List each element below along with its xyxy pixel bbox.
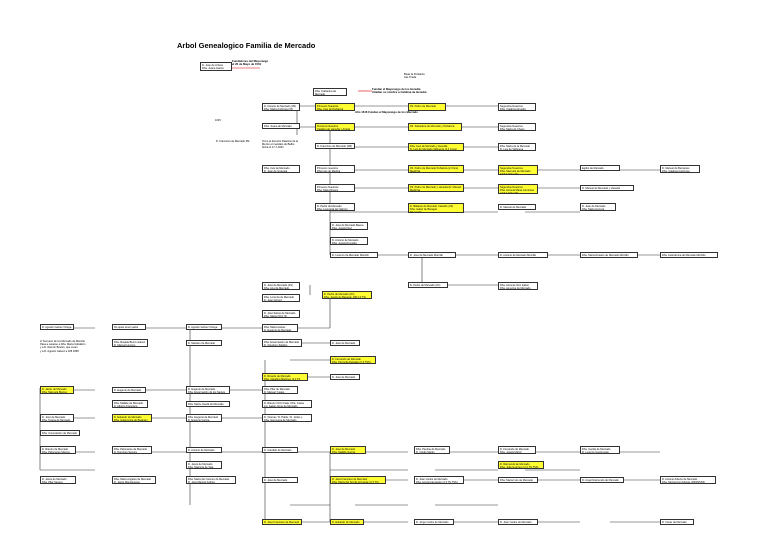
box-oscar: D. Oscar de Mercado [660,519,694,525]
box-mariano: D. Mariano de Mercado [186,340,222,346]
box-juana: Dña. Juana de Mercado [262,123,300,129]
box-palomares-segura: Dña. Palomares de Mercado D. Domingo Seg… [112,446,152,454]
box-francisco-3m: D. Francisco de Mercado (3M) [315,143,355,149]
box-jose-francisco-2: D. José Francisco de Mercado [262,519,302,525]
box-jesus-vela: D. Jesús de Mercado Dña. Mauricia de Vel… [186,461,222,469]
box-lorenza: Dña. Lorenza de Mercado D. Juan Gómez [262,294,300,302]
founders-note: Fundadores del Mayorazgo el 20 de Mayo d… [232,59,269,67]
page-title: Arbol Genealogico Familia de Mercado [177,41,316,50]
box-fernando-josefa: D. Fernando de Mercado Dña. Josefa Marti… [498,446,536,454]
box-juan-carlos-1: D. Juan Carlos de Mercado Dña. Ana Encar… [414,476,464,484]
mayorazgo-note: Año 1616 Fundan el Mayorazgo de los Merc… [355,110,418,114]
morcillo-note: Lf hermano de los Mercado de Morcillo Pa… [40,340,86,353]
box-ines-heredia: Dña. Ines de Mercado y Heredia D. Luis d… [408,143,464,151]
box-pilar-yustes: Dña. Pilar de Mercado D. Manuel Yustes [262,386,298,394]
box-cecilia: Dña. Cecilia de Mercado D. Lorenzo Garci… [580,446,620,454]
box-ramon-palomares: D. Ramón de Mercado Dña. Palomares Marco… [40,446,76,454]
box-jorge-carlos: D. Jorge Carlos de Mercado [414,519,454,525]
box-eduardo: D. Eduardo de Mercado Dña. Guillermina d… [112,414,152,422]
box-terceros: Terceros Nuestros Catalina de Heredia y … [315,123,355,131]
box-rosalia: Dña. Rosalia Bruno Galvez D. Manuel Herr… [112,339,148,347]
box-primeros-medina: Primeros nuestros Dña Inés de Medina [315,165,355,173]
box-pedro-baragan: D. Pedro de Mercado (2C) Dña. Josefa de … [322,291,372,299]
box-ricardo: D. Ricardo de Mercado Dña. Claudina Mart… [262,373,308,381]
box-jose-2s: D. José de Mercado (2S) Dña. Ana de Merc… [262,282,300,290]
box-encarnacion: Dña. Encarnación de Mercado D. Cleodoro … [262,339,302,347]
box-founders: D. Juan de Arrieta Dña. Juana Garcia [200,62,232,71]
palacios-note: Tomó el derecho Palacios de la Mezón el … [262,140,299,150]
box-manuel-heredia: D. Manuel de Mercado y Heredia [580,185,634,191]
box-lorenzo-morcillo: D. Lorenzo de Mercado Morcillo [330,252,378,258]
box-primeros-1: Primeros Nuestros Dña. Inés de Peñaloza [315,103,355,111]
francisco-note: D. Francisco de Mercado 3M [216,140,250,143]
heredia-note: Fundan el Mayorazgo de los Heredia Añada… [372,87,427,95]
box-pedro-heredia: 3S. Pedro de Mercado y Heredia (D. Manue… [408,184,464,192]
box-egidio: Egidio de Mercado [580,165,620,171]
box-ines-guevara: Dña. Inés de Mercado D. Juan de Guevara [262,165,300,173]
box-maria-angeles: Dña. Maria Angeles de Mercado D. Jesús M… [112,476,156,484]
box-segundos-antonia: Segundos Nuestros Dña. Antonia Maria Car… [498,184,538,194]
box-matilde: Dña. Matilde de Mercado D. Alberto Franc… [112,400,148,408]
box-fernando: D. Fernando de Mercado Dña. Petronila De… [330,356,376,364]
box-jose-matilde: D. José de Mercado Dña. Matilde García [330,446,366,454]
box-maria-josefa: Dña. María Josefa de Mercado [186,401,230,407]
box-segundos-1: Segundos Nuestros Dña. Catalina Almeida [498,103,536,111]
box-jose-sebas: D. José Sebas de Mercado Dña. María Orti… [262,310,300,318]
box-antonio-mercado: D. Antonio de Mercado [186,447,222,453]
box-maria-ines: Dña. María Inés de Mercado [498,477,538,483]
box-javier: D. Javier de Mercado Dña. Manuela Bustos [40,386,74,394]
box-candido: D. Candido de Mercado [262,447,298,453]
box-segundos-2: Segundos Nuestros Dña. Maria de Chaco [498,123,536,131]
box-jose-morcillo: D. José de Mercado Morcillo [408,252,456,258]
box-asterdonna-morcillo: Dña. Asterdonna de Mercado Morcillo [660,252,718,258]
box-maria-carmen: Dña. Maria del Carmen de Mercado D. José… [186,476,236,484]
box-paulina: Dña. Paulina de Mercado D. Ovidio Martin [414,446,450,454]
box-jose-mercado-3: D. José de Mercado [262,477,298,483]
box-consolacion: Dña. Consolación de Mercado [40,430,80,436]
box-manuel-berrantes: D. Manuel de Berrantes Dña. Catalina Car… [660,165,700,173]
box-jose-mercado-1: D. José de Mercado [330,340,360,346]
box-antonio-rovielda: D. Antonio de Mercado Dña. Josefa Roviel… [330,237,368,245]
box-catharina: Dña. Catharina de Mercado D. Ramon de Me… [313,88,347,96]
box-juan-carlos-2: D. Juan Carlos de Mercado [498,519,538,525]
box-agustin-1: D. Agustin Galvez Ortega [40,324,74,330]
penaloza-note: Bisas la Peñaloza Iras Tirada [404,73,425,80]
box-agustin-2: D. Agustin Galvez Ortega [186,324,222,330]
box-antonio-alberto: D. Antonio Alberto de Mercado Dña. Monts… [660,476,716,484]
box-raimundo: D. Raimundo de Mercado Dña. Julia Guerre… [498,461,544,469]
year-note: 1615 [215,119,221,122]
box-jesus-segura: D. Jesús de Mercado Dña. Pilar Segura [40,476,76,484]
box-salvadora: 3S. Salvadora de Mercado y Peñaloza [408,123,462,131]
box-rosario-morcillo: Dña. María Rosario de Mercado Morcillo [580,252,638,258]
box-baltasar: D. Baltasar de Mercado Castaño (2S) Dña.… [408,203,464,213]
box-pedro-valmiro: D. Pedro de Mercado Dña. Leonarda del Va… [315,203,355,211]
box-jose-francisco-1: D. José Francisco de Mercado Dña. María … [330,476,386,484]
box-vicente: D. Vicente / D. Pablo / D. Julian y Dña.… [262,414,312,422]
box-jose-baena: D. José de Mercado Baena Dña. Josefa Día… [330,222,368,230]
box-eugenio-1: D. Eugenio de Mercado [112,387,146,393]
box-juan-herrera: D. Juan de Mercado Dña. Maria Herrera [580,203,616,211]
box-maria-galvez: Dña. Maria Galvez D. Eugenio de Mercado [262,324,298,332]
box-antonio-3s: D. Antonio de Mercado (3S) Dña. Maria Am… [262,103,300,111]
box-pedro-penaloza: 3S. Pedro de Mercado Peñaloza (2.3 line)… [408,165,464,173]
box-primeros-rivera: Primeros Nuestros Dña. Maria Rivera [315,184,355,192]
box-no-padre: No quiso tener padre [112,324,146,330]
box-eugenia: Dña. Eugenia de Mercado D. Eugenio Garcí… [186,414,222,422]
box-jose-mercado-2: D. José de Mercado [330,374,360,380]
box-manuel-mercado: D. Manuel de Mercado [498,204,536,210]
box-eugenio-santos: D. Eugenio de Mercado Dña. Encarnación d… [186,386,230,394]
box-ramon-ortiz: D. Ramón Ortiz Fraile, Dña. Juana LG. Is… [262,400,312,408]
box-antonio-morcillo: D. Antonio de Mercado Morcillo [498,252,548,258]
box-segundos-manuela: Segundos Nuestros Dña. Manuela de Mercad… [498,165,538,175]
box-jose-teresa: D. José de Mercado Dña. Teresa de Mercad… [40,414,74,422]
box-angel-raimundo: D. Angel Raimundo de Mercado [580,477,624,483]
box-pedro-3s: 3S. Pedro de Mercado [408,103,446,111]
box-antonia-ortiz: Dña. Antonia Ortiz Isabel Dña. Agustina … [498,282,538,290]
box-maria-mercado: Dña. Maria de la Mercado D. Luis de Valb… [498,143,536,151]
box-pedro-2c: D. Pedro de Mercado (2C) [408,282,448,288]
box-eduardo-2: D. Eduardo de Mercado [330,519,364,525]
